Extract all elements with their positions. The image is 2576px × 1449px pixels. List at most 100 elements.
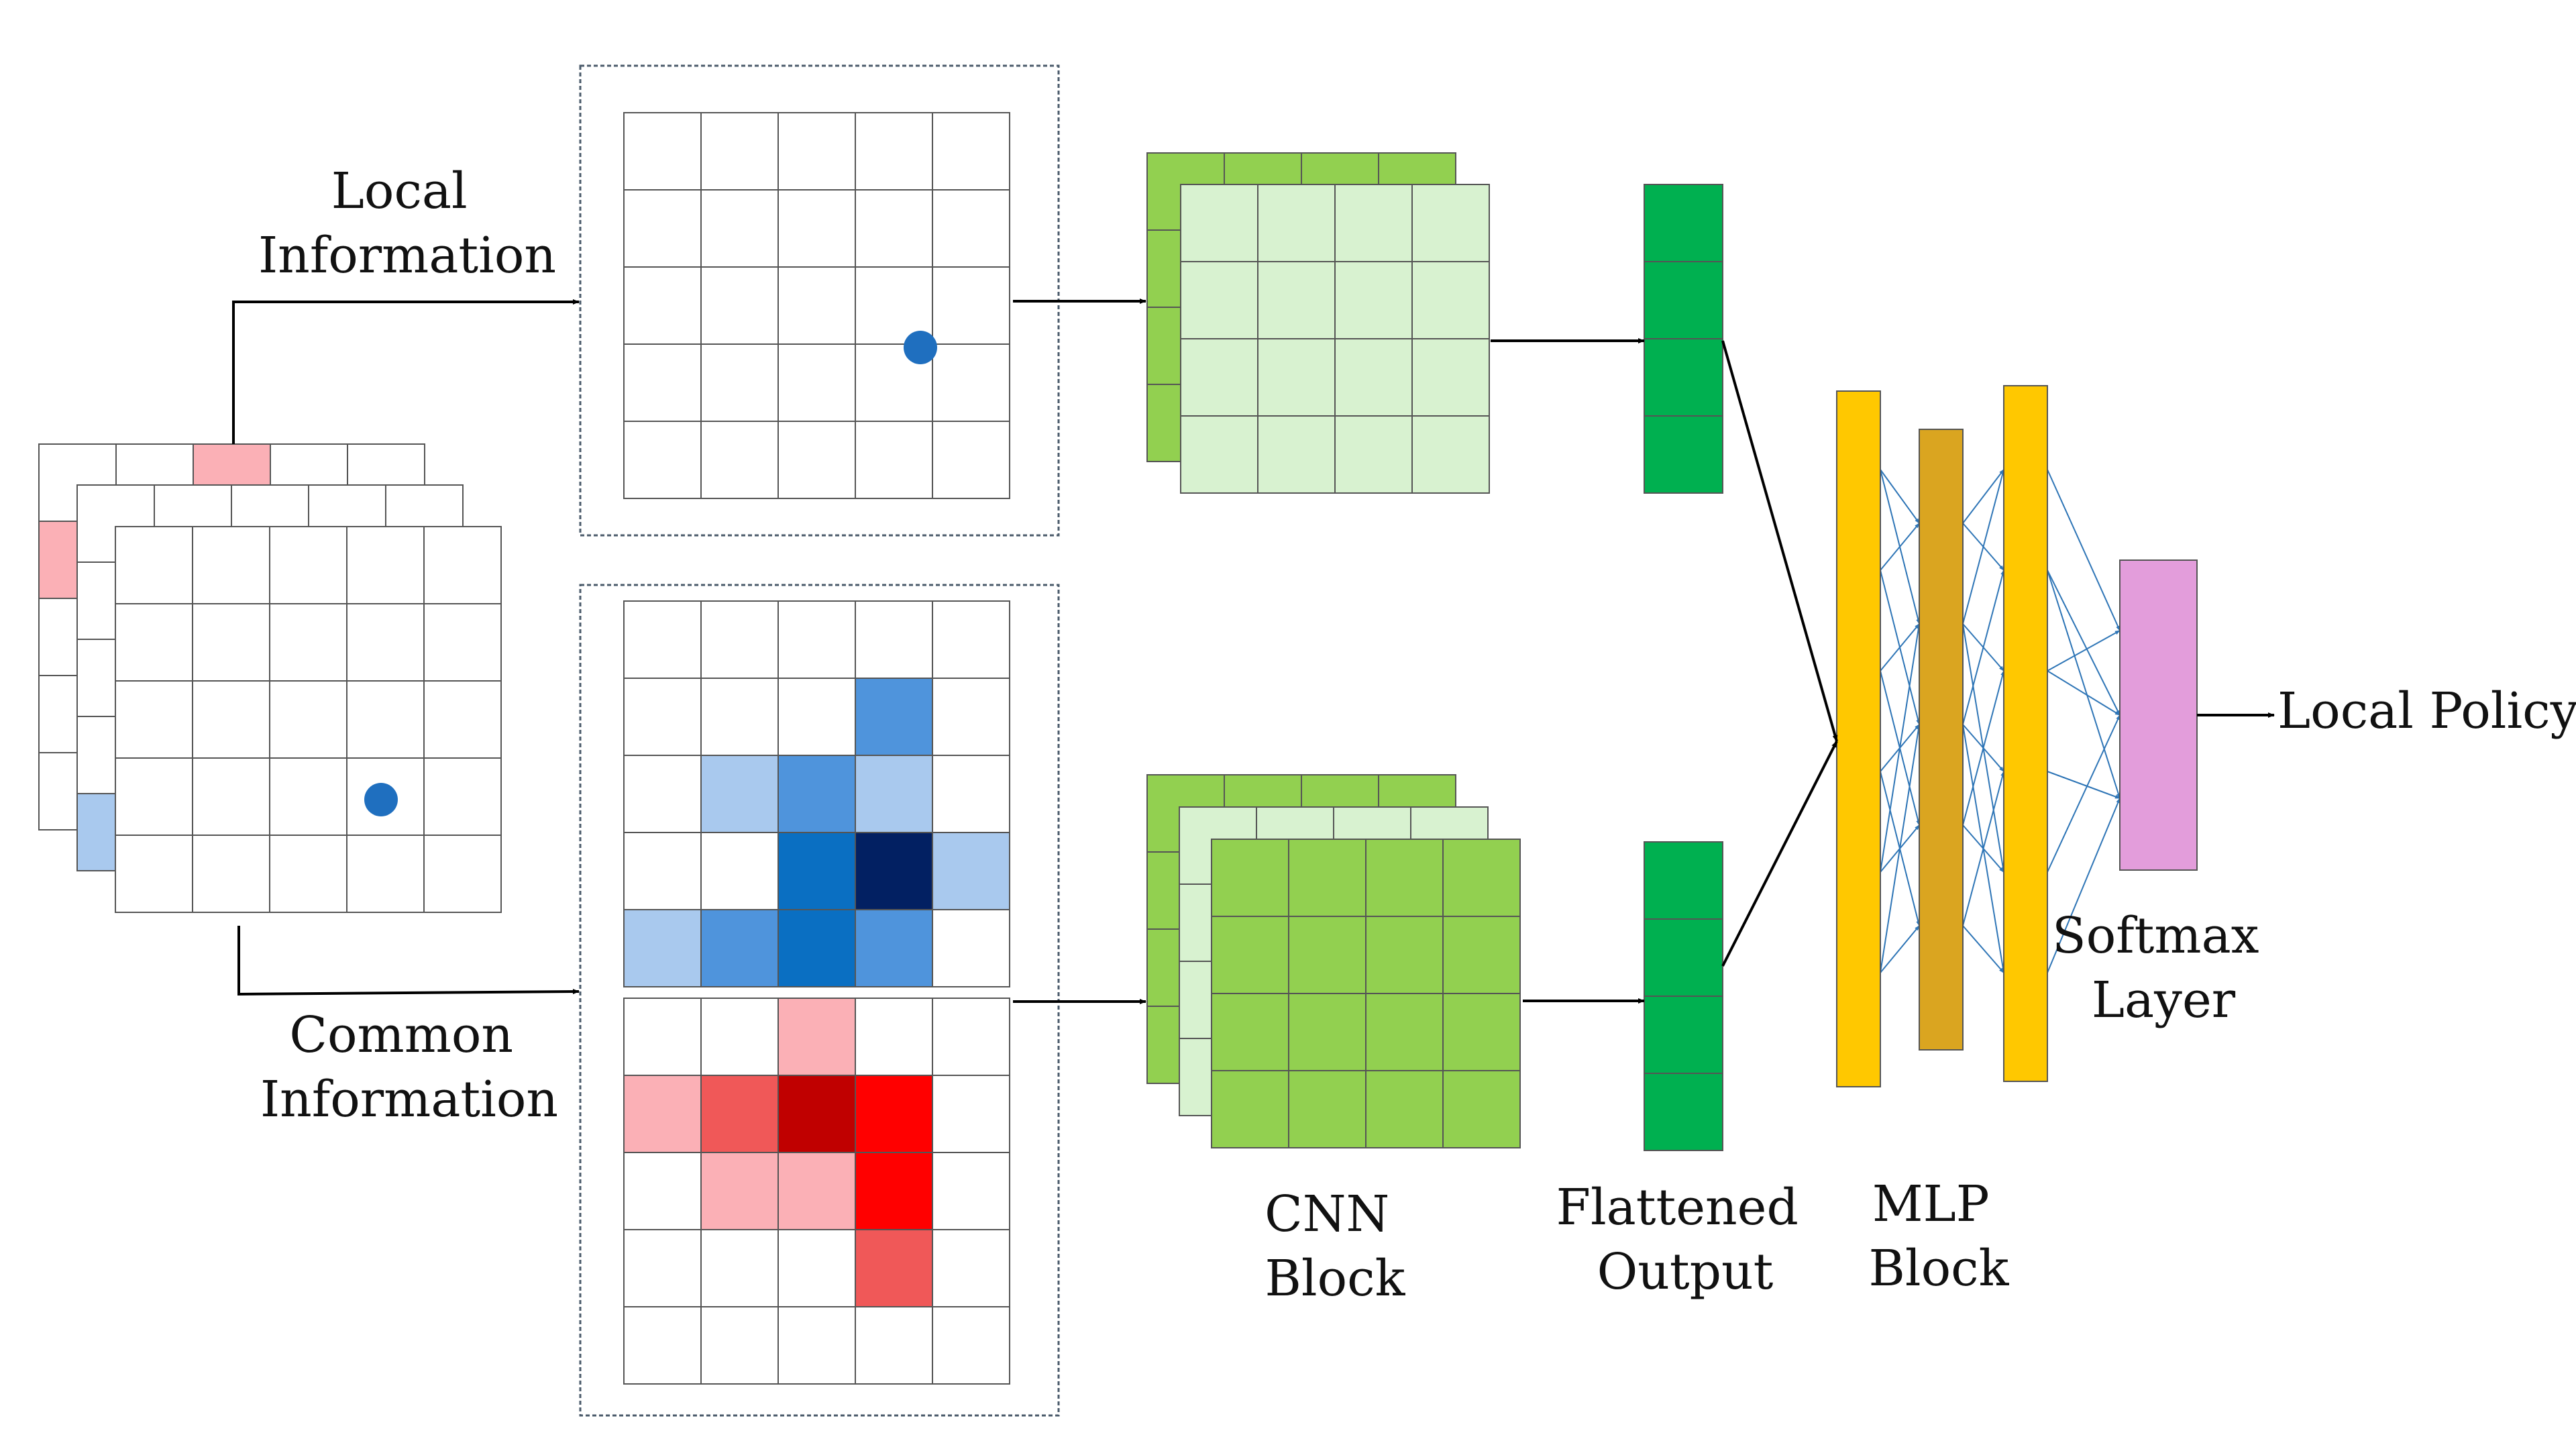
local-info-grid: [623, 112, 1010, 499]
local-grid-cell: [623, 112, 702, 191]
input-front-cell: [192, 835, 270, 913]
common-blue-grid-cell: [623, 832, 702, 910]
mlp-connection: [1880, 523, 1920, 571]
input-observation-stack: [38, 443, 502, 913]
softmax-layer-label: Softmax Layer: [2052, 907, 2275, 1029]
common-blue-grid-cell: [700, 600, 779, 679]
mlp-connection: [1962, 570, 2005, 725]
mlp-connections: [1880, 469, 2121, 973]
input-front-cell: [115, 835, 193, 913]
softmax-connection: [2047, 570, 2121, 799]
mlp-connection: [1962, 623, 2005, 873]
common-blue-grid-cell: [777, 678, 856, 756]
mlp-connection: [1962, 469, 2005, 625]
cnn-top-layer-2-cell: [1334, 338, 1413, 417]
common-blue-grid-cell: [623, 755, 702, 833]
flattened-output-bottom: [1644, 841, 1723, 1151]
common-red-grid-cell: [777, 1152, 856, 1230]
cnn-bottom-layer-3-cell: [1365, 993, 1444, 1071]
flow-arrows: [232, 299, 2275, 1004]
common-blue-grid-cell: [932, 678, 1010, 756]
input-front-cell: [423, 757, 502, 836]
cnn-bottom-layer-3-cell: [1211, 1070, 1289, 1148]
cnn-block-bottom: [1146, 774, 1521, 1148]
common-red-grid-cell: [855, 1152, 933, 1230]
flattened-cell: [1644, 338, 1723, 417]
common-red-grid-cell: [932, 1229, 1010, 1307]
mlp-connection: [1880, 724, 1921, 973]
input-front-cell: [115, 757, 193, 836]
cnn-top-layer-2-cell: [1334, 261, 1413, 339]
mlp-layer-1: [1836, 390, 1881, 1087]
common-blue-grid-cell: [855, 909, 933, 987]
local-grid-cell: [855, 189, 933, 268]
local-grid-cell: [623, 421, 702, 499]
common-red-grid-cell: [855, 998, 933, 1076]
local-grid-cell: [777, 266, 856, 345]
common-info-red-grid: [623, 998, 1010, 1385]
input-front-cell: [115, 680, 193, 759]
flattened-cell: [1644, 918, 1723, 997]
common-blue-grid-cell: [932, 600, 1010, 679]
cnn-bottom-layer-3-cell: [1288, 1070, 1366, 1148]
cnn-top-layer-2-cell: [1180, 338, 1258, 417]
input-front-cell: [269, 603, 347, 682]
cnn-bottom-layer-3-cell: [1442, 1070, 1521, 1148]
input-front-cell: [269, 526, 347, 604]
cnn-top-layer-2-cell: [1334, 415, 1413, 494]
common-blue-grid-cell: [855, 755, 933, 833]
cnn-top-layer-2-cell: [1257, 415, 1336, 494]
local-info-label: Local Information: [258, 162, 556, 284]
input-front-cell: [115, 603, 193, 682]
common-blue-grid-cell: [700, 909, 779, 987]
softmax-connection: [2047, 630, 2121, 672]
cnn-top-layer-2-cell: [1257, 261, 1336, 339]
cnn-top-layer-2-cell: [1257, 184, 1336, 262]
flattened-cell: [1644, 996, 1723, 1074]
common-red-grid-cell: [700, 1306, 779, 1385]
input-front-cell: [269, 835, 347, 913]
local-grid-cell: [777, 421, 856, 499]
flattened-output-top: [1644, 184, 1723, 494]
cnn-block-top: [1146, 152, 1490, 494]
common-red-grid-cell: [855, 1306, 933, 1385]
arrow-flat-top-to-mlp: [1721, 340, 1838, 742]
cnn-bottom-layer-3-cell: [1288, 993, 1366, 1071]
common-red-grid-cell: [777, 1229, 856, 1307]
flattened-cell: [1644, 184, 1723, 262]
input-front-cell: [423, 526, 502, 604]
input-front-cell: [269, 757, 347, 836]
mlp-connection: [1962, 469, 2004, 524]
cnn-bottom-layer-3-cell: [1211, 993, 1289, 1071]
local-grid-cell: [777, 189, 856, 268]
cnn-bottom-layer-3-cell: [1288, 839, 1366, 917]
cnn-bottom-layer-3-cell: [1211, 916, 1289, 994]
mlp-connection: [1962, 724, 2005, 973]
common-blue-grid-cell: [700, 832, 779, 910]
cnn-top-layer-2-cell: [1180, 184, 1258, 262]
cnn-top-layer-2-cell: [1180, 415, 1258, 494]
agent-dot: [904, 331, 937, 364]
common-red-grid-cell: [855, 1229, 933, 1307]
common-blue-grid-cell: [623, 600, 702, 679]
mlp-layer-2: [1919, 429, 1964, 1051]
local-grid-cell: [623, 266, 702, 345]
cnn-bottom-layer-3-cell: [1442, 916, 1521, 994]
local-grid-cell: [932, 266, 1010, 345]
input-front-cell: [346, 835, 425, 913]
local-grid-cell: [855, 421, 933, 499]
common-red-grid-cell: [777, 998, 856, 1076]
local-grid-cell: [623, 189, 702, 268]
local-grid-cell: [777, 112, 856, 191]
input-front-cell: [269, 680, 347, 759]
input-front-cell: [346, 603, 425, 682]
input-front-cell: [346, 680, 425, 759]
mlp-connection: [1880, 623, 1921, 873]
common-red-grid-cell: [932, 1152, 1010, 1230]
softmax-connection: [2047, 670, 2121, 716]
local-grid-cell: [700, 421, 779, 499]
input-front-cell: [346, 526, 425, 604]
mlp-connection: [1962, 925, 2004, 973]
cnn-bottom-layer-3-cell: [1211, 839, 1289, 917]
